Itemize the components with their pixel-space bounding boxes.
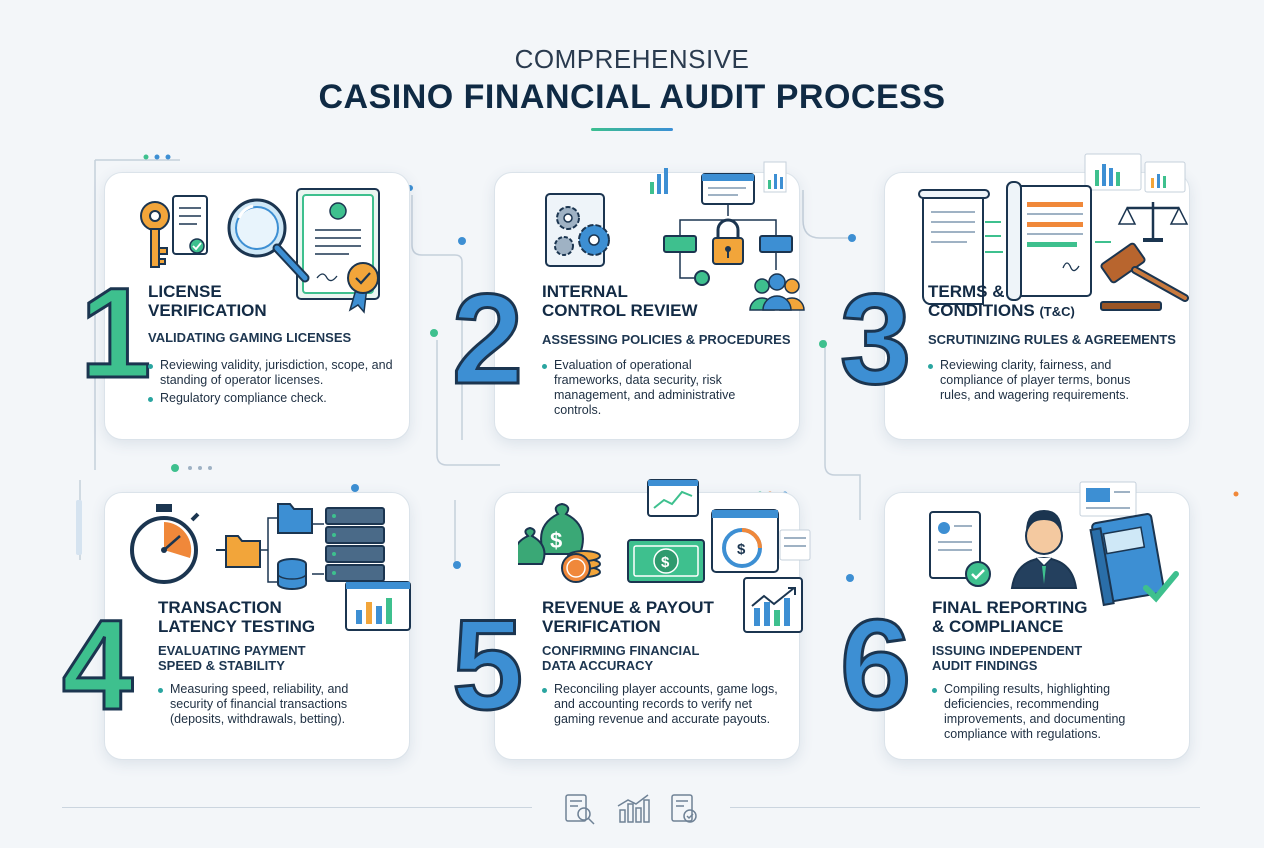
step-number-1: 1: [78, 262, 152, 405]
key-icon: [140, 201, 170, 268]
page-title: CASINO FINANCIAL AUDIT PROCESS: [318, 78, 946, 116]
money-bags-icon: $: [518, 502, 584, 565]
certificate-icon: [296, 188, 380, 314]
license-illustration: [140, 188, 380, 314]
list-item: Compiling results, highlighting deficien…: [932, 682, 1162, 742]
document-icon: [172, 195, 208, 255]
check-icon: [1143, 571, 1179, 603]
page-eyebrow: COMPREHENSIVE: [514, 44, 750, 74]
binder-icon: [1089, 513, 1165, 607]
coin-dashboard-icon: $: [711, 509, 811, 573]
list-item: Reviewing clarity, fairness, and complia…: [928, 358, 1143, 403]
checklist-icon: [671, 794, 697, 823]
footer-line-left: [62, 807, 532, 808]
step-title-6: FINAL REPORTING& COMPLIANCE: [932, 598, 1088, 636]
lock-icon: [712, 218, 744, 265]
step-number-3: 3: [838, 268, 912, 411]
step-bullets-4: Measuring speed, reliability, and securi…: [158, 682, 380, 730]
step-bullets-2: Evaluation of operational frameworks, da…: [542, 358, 757, 421]
list-item: Reconciling player accounts, game logs, …: [542, 682, 792, 727]
gavel-icon: [1100, 242, 1189, 311]
coin-icon: [561, 550, 601, 583]
banknote-icon: $: [627, 539, 705, 583]
list-item: Evaluation of operational frameworks, da…: [542, 358, 757, 418]
folder-icon: [225, 503, 313, 568]
database-icon: [277, 558, 307, 590]
bar-chart-icon: [650, 161, 787, 194]
control-illustration: [545, 161, 805, 311]
footer-icons: [565, 794, 697, 825]
reporting-illustration: [929, 481, 1179, 607]
bar-chart-icon: [617, 794, 650, 823]
magnifier-icon: [227, 198, 310, 283]
list-item: Reviewing validity, jurisdiction, scope,…: [148, 358, 396, 388]
scales-icon: [1117, 202, 1189, 242]
step-bullets-6: Compiling results, highlighting deficien…: [932, 682, 1162, 745]
step-subtitle-1: VALIDATING GAMING LICENSES: [148, 330, 352, 345]
footer-line-right: [730, 807, 1200, 808]
step-subtitle-2: ASSESSING POLICIES & PROCEDURES: [542, 332, 791, 347]
search-document-icon: [565, 794, 595, 825]
svg-text:$: $: [661, 554, 670, 571]
step-number-4: 4: [60, 594, 134, 737]
step-title-3: TERMS & CONDITIONS (T&C): [928, 282, 1075, 320]
list-item: Regulatory compliance check.: [148, 391, 396, 406]
dashboard-icon: [1084, 153, 1186, 193]
step-bullets-5: Reconciling player accounts, game logs, …: [542, 682, 792, 730]
users-icon: [749, 273, 805, 311]
gears-icon: [545, 193, 610, 267]
trend-chart-icon: [743, 577, 803, 633]
latency-illustration: [130, 503, 411, 631]
svg-text:$: $: [737, 541, 746, 558]
step-subtitle-3: SCRUTINIZING RULES & AGREEMENTS: [928, 332, 1176, 347]
terms-illustration: [918, 153, 1189, 311]
dashboard-icon: [1079, 481, 1137, 517]
revenue-illustration: $ $ $: [518, 479, 811, 633]
scroll-icon: [918, 181, 1111, 305]
title-underline: [591, 128, 673, 131]
line-chart-icon: [647, 479, 699, 517]
step-number-5: 5: [450, 594, 524, 737]
svg-text:$: $: [550, 528, 562, 553]
step-number-6: 6: [838, 594, 912, 737]
step-bullets-1: Reviewing validity, jurisdiction, scope,…: [148, 358, 396, 409]
chart-icon: [345, 581, 411, 631]
auditor-icon: [1010, 510, 1078, 589]
flowchart-icon: [663, 173, 793, 286]
step-number-2: 2: [450, 268, 524, 411]
report-icon: [929, 511, 991, 587]
stopwatch-icon: [130, 504, 200, 584]
list-item: Measuring speed, reliability, and securi…: [158, 682, 380, 727]
server-icon: [325, 507, 385, 582]
step-bullets-3: Reviewing clarity, fairness, and complia…: [928, 358, 1143, 406]
title-suffix: (T&C): [1039, 304, 1075, 319]
